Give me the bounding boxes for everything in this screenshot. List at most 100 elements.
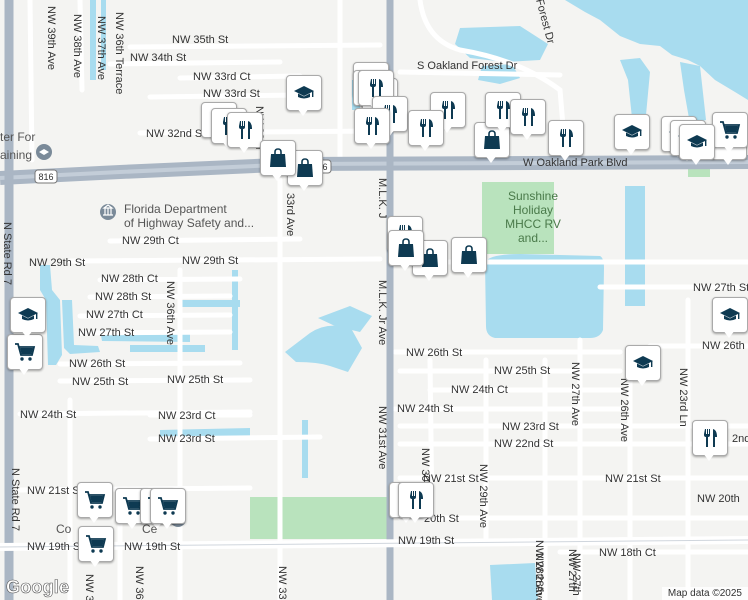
label-nw29th-ave: NW 29th Ave (477, 464, 489, 528)
street-nw37th-ave (77, 0, 85, 93)
map-pin-restaurant[interactable] (510, 99, 546, 143)
shopping-cart-icon (77, 482, 113, 518)
pin-tail (151, 521, 163, 529)
label-nw26th-st-w: NW 26th St (69, 358, 125, 370)
lake-northeast (565, 0, 748, 100)
map-pin-school[interactable] (10, 297, 46, 341)
street-nw27th (77, 329, 233, 336)
pin-tail (722, 157, 734, 165)
label-nw25th-st-w: NW 25th St (72, 376, 128, 388)
map-pin-shopping-cart[interactable] (7, 334, 43, 378)
school-icon (286, 75, 322, 111)
map-pin-shopping-bag[interactable] (451, 237, 487, 281)
map-pin-shopping-cart[interactable] (78, 526, 114, 570)
map-pin-restaurant[interactable] (227, 112, 263, 156)
label-nw37th-ave: NW 37th Ave (95, 16, 107, 80)
restaurant-icon (398, 482, 434, 518)
map-pin-restaurant[interactable] (408, 110, 444, 154)
map-pin-shopping-cart[interactable] (77, 482, 113, 526)
pin-tail (271, 173, 283, 181)
street-s-oakland (397, 69, 563, 78)
shopping-bag-icon (388, 230, 424, 266)
label-n-state-rd7-b: N State Rd 7 (9, 468, 21, 531)
map-pin-school[interactable] (614, 114, 650, 158)
map-pin-school[interactable] (679, 124, 715, 168)
school-icon (614, 114, 650, 150)
street-nw24th-w (17, 409, 253, 417)
street-nw33rd-ct (177, 73, 303, 81)
park-label-sunshine: Sunshine Holiday MHCC RV and... (505, 189, 561, 245)
map-attribution[interactable]: Map data ©2025 (661, 587, 748, 600)
pin-tail (723, 145, 735, 153)
label-nw19th-st-e: NW 19th St (398, 535, 454, 547)
label-nw26th-ave: NW 26th Ave (618, 378, 630, 442)
canal-northeast-1 (620, 58, 650, 118)
pin-tail (126, 521, 138, 529)
label-nw28th-bottom: NW 28th (533, 553, 545, 596)
label-33rd-ave-mid: 33rd Ave (284, 193, 296, 236)
shopping-cart-icon (7, 334, 43, 370)
label-nw28th-st: NW 28th St (95, 291, 151, 303)
shopping-cart-icon (150, 488, 186, 524)
map-pin-school[interactable] (712, 297, 748, 341)
street-nw26th-w (57, 360, 243, 367)
canal-west (40, 265, 62, 365)
street-nw25th-w (57, 377, 253, 384)
label-nw27th-st-e: NW 27th St (693, 282, 748, 294)
label-nw25th-st: NW 25th St (167, 374, 223, 386)
map-pin-shopping-cart[interactable] (150, 488, 186, 532)
map-pin-school[interactable] (625, 345, 661, 389)
label-nw20th-edge: NW 20th (697, 493, 740, 505)
canal-west-6 (232, 270, 238, 350)
shopping-bag-icon (260, 140, 296, 176)
label-nw24th-ct: NW 24th Ct (451, 384, 508, 396)
pin-tail (441, 125, 453, 133)
map-pin-shopping-cart[interactable] (712, 112, 748, 156)
label-holiday: Holiday (513, 203, 553, 217)
label-nw23rd-ct: NW 23rd Ct (158, 410, 215, 422)
pin-tail (238, 145, 250, 153)
label-n-state-rd7: N State Rd 7 (1, 222, 13, 285)
label-nw27th-bottom: NW 27th (570, 553, 582, 596)
street-nw28th-ct (97, 276, 243, 283)
restaurant-icon (510, 99, 546, 135)
label-nw19th-st: NW 19th St (124, 541, 180, 553)
restaurant-icon (548, 120, 584, 156)
map-pin-restaurant[interactable] (548, 120, 584, 164)
pin-tail (21, 330, 33, 338)
label-nw28th-ave: NW 28th Ave (533, 540, 545, 600)
label-nw19th-st-w: NW 19th St (27, 541, 83, 553)
park-areas (250, 155, 710, 539)
map-pin-shopping-bag[interactable] (388, 230, 424, 274)
street-nw39th-ave (27, 0, 35, 163)
label-nw27th-ct: NW 27th Ct (86, 309, 143, 321)
map-pin-restaurant[interactable] (692, 420, 728, 464)
label-nw26th-st-e: NW 26th St (702, 340, 748, 352)
street-nw28th (87, 293, 233, 300)
label-nw33rd-bottom: NW 33rd (276, 566, 288, 600)
map-pin-school[interactable] (286, 75, 322, 119)
map-pin-shopping-bag[interactable] (260, 140, 296, 184)
education-poi-icon[interactable] (36, 144, 52, 160)
map-pin-restaurant[interactable] (398, 482, 434, 526)
school-icon (10, 297, 46, 333)
canal-north-1 (90, 0, 96, 80)
restaurant-icon (692, 420, 728, 456)
street-nw27th-ct (77, 312, 233, 319)
label-nw29th-ct: NW 29th Ct (122, 235, 179, 247)
label-nw38-bottom: NW 38 (83, 574, 95, 600)
label-and: and... (518, 231, 548, 245)
label-nw39th-ave: NW 39th Ave (45, 6, 57, 70)
government-building-icon[interactable] (100, 204, 116, 220)
label-nw23rd-ln: NW 23rd Ln (677, 368, 689, 427)
school-icon (625, 345, 661, 381)
label-nw18th-ct: NW 18th Ct (599, 547, 656, 559)
route-shield-816-label: 816 (38, 172, 53, 182)
label-aining: aining (0, 148, 32, 162)
route-shield-816: 816 (34, 169, 58, 184)
label-s-oakland-forest: S Oakland Forest Dr (417, 60, 518, 72)
canal-northeast-2 (680, 62, 706, 124)
label-nw32nd-st: NW 32nd St (146, 128, 205, 140)
map-pin-restaurant[interactable] (354, 108, 390, 152)
label-nw22nd-st: NW 22nd St (494, 438, 553, 450)
